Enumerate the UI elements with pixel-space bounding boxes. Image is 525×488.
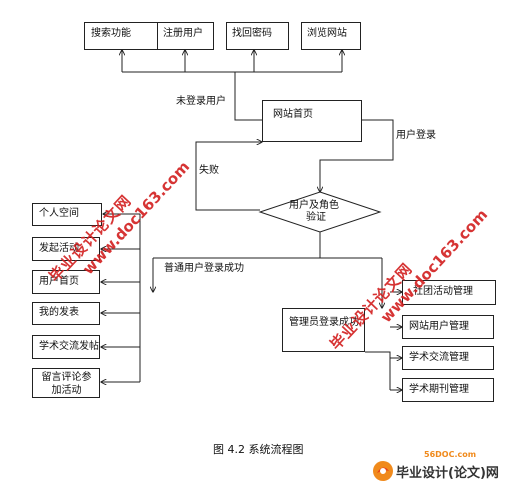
decision-label-line1: 用户及角色 [289,200,339,211]
academic-journal-mgmt-label: 学术期刊管理 [409,384,469,395]
start-activity-label: 发起活动 [39,243,79,254]
logo-emblem-icon [373,461,393,481]
user-login-label: 用户登录 [396,130,436,141]
club-activity-mgmt-box: 社团活动管理 [402,280,496,305]
browse-site-label: 浏览网站 [307,28,347,39]
decision-diamond [258,191,382,233]
admin-bracket-line [365,351,391,390]
fail-back-line [195,142,262,211]
search-function-box: 搜索功能 [84,22,160,50]
recover-password-box: 找回密码 [226,22,289,50]
academic-exchange-mgmt-box: 学术交流管理 [402,346,494,370]
logo-brand-text: 毕业设计(论文)网 [396,466,499,481]
user-home-label: 用户首页 [39,276,79,287]
site-user-mgmt-box: 网站用户管理 [402,315,494,339]
recover-password-label: 找回密码 [232,28,272,39]
guest-user-label: 未登录用户 [176,96,226,107]
site-user-mgmt-label: 网站用户管理 [409,321,469,332]
academic-exchange-mgmt-label: 学术交流管理 [409,352,469,363]
my-posts-label: 我的发表 [39,307,79,318]
site-home-label: 网站首页 [273,109,313,120]
logo-site-text: 56DOC.com [424,450,477,459]
my-posts-box: 我的发表 [32,302,100,325]
site-home-box: 网站首页 [262,100,362,142]
browse-site-box: 浏览网站 [301,22,361,50]
academic-post-box: 学术交流发帖 [32,335,100,359]
admin-login-success-label: 管理员登录成功 [289,317,359,328]
normal-login-success-label: 普通用户登录成功 [164,263,244,274]
club-activity-mgmt-label: 社团活动管理 [413,286,473,297]
fail-label: 失败 [199,165,219,176]
decision-label-line2: 验证 [306,212,326,223]
search-function-label: 搜索功能 [91,28,131,39]
home-to-decision-line [320,119,394,192]
site-logo: 56DOC.com 毕业设计(论文)网 [370,450,520,484]
register-user-label: 注册用户 [163,28,203,39]
comment-join-activity-box: 留言评论参加活动 [32,368,100,398]
figure-caption: 图 4.2 系统流程图 [213,443,304,456]
personal-space-box: 个人空间 [32,203,102,226]
start-activity-box: 发起活动 [32,237,100,261]
home-to-bus-line [234,72,262,121]
user-home-box: 用户首页 [32,270,100,294]
academic-post-label: 学术交流发帖 [39,341,99,352]
personal-space-label: 个人空间 [39,208,79,219]
register-user-box: 注册用户 [157,22,214,50]
academic-journal-mgmt-box: 学术期刊管理 [402,378,494,402]
comment-join-activity-label: 留言评论参加活动 [41,372,92,396]
admin-login-success-box: 管理员登录成功 [282,308,365,352]
